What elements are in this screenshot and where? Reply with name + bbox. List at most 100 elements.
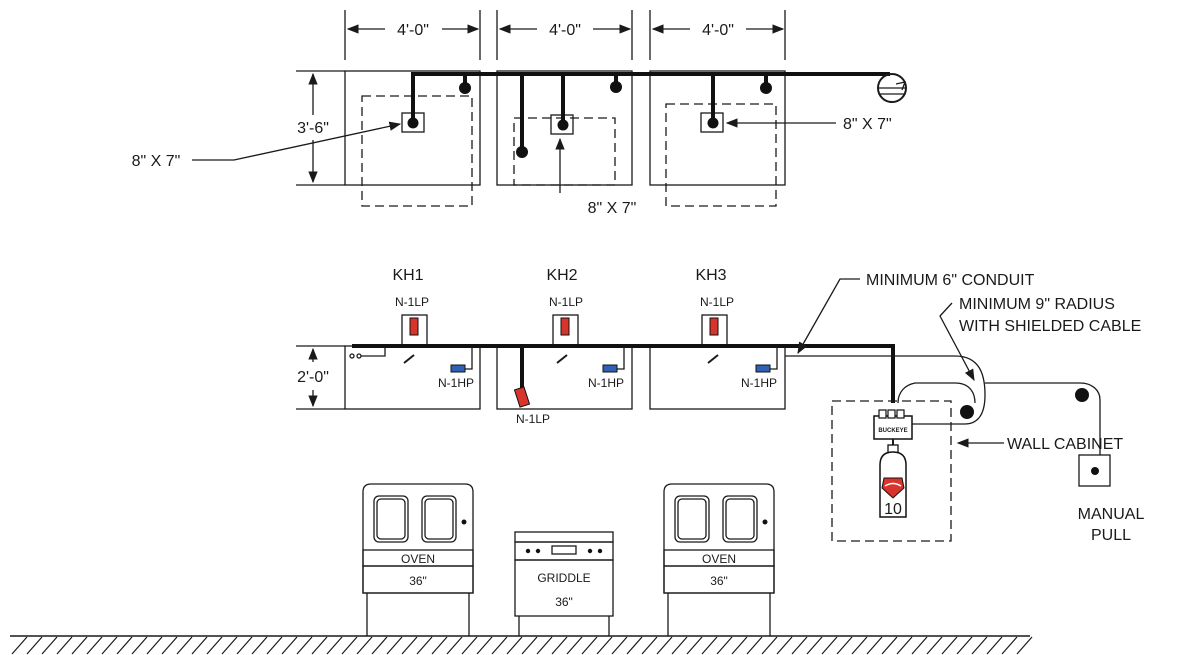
griddle-label: GRIDDLE bbox=[537, 571, 590, 585]
floor-hatch-line bbox=[266, 636, 283, 655]
wall-cabinet-callout: WALL CABINET bbox=[1007, 436, 1123, 453]
floor-hatch-line bbox=[746, 636, 763, 655]
floor-hatch-line bbox=[86, 636, 103, 655]
floor-hatch-line bbox=[986, 636, 1003, 655]
floor-hatch-line bbox=[56, 636, 73, 655]
high-nozzle-label-1: N-1HP bbox=[438, 376, 474, 390]
low-nozzle-red-1 bbox=[409, 317, 419, 336]
plan-piping bbox=[411, 72, 890, 150]
floor-hatch-line bbox=[806, 636, 823, 655]
floor-hatch-line bbox=[866, 636, 883, 655]
floor-hatch-line bbox=[341, 636, 358, 655]
floor-hatch-line bbox=[491, 636, 508, 655]
manual-pull-label-1: MANUAL bbox=[1078, 506, 1145, 523]
buckeye-control-head: BUCKEYE bbox=[873, 409, 913, 440]
oven-1-size: 36" bbox=[409, 574, 427, 588]
floor-hatch-line bbox=[506, 636, 523, 655]
floor-hatch-line bbox=[1016, 636, 1033, 655]
oven-1: OVEN 36" bbox=[362, 483, 474, 636]
floor-hatch-line bbox=[131, 636, 148, 655]
low-nozzle-red-2 bbox=[560, 317, 570, 336]
floor-hatch-line bbox=[221, 636, 238, 655]
floor-hatch-line bbox=[581, 636, 598, 655]
floor-hatch-line bbox=[776, 636, 793, 655]
floor-hatch-line bbox=[11, 636, 28, 655]
under-nozzle-label: N-1LP bbox=[516, 412, 550, 426]
oven-2-label: OVEN bbox=[702, 552, 736, 566]
wall-cabinet-outline bbox=[831, 400, 952, 542]
plan-nozzle-label-2: 8" X 7" bbox=[588, 200, 637, 217]
detection-cable bbox=[785, 355, 1101, 455]
floor-hatch-line bbox=[881, 636, 898, 655]
appliances: OVEN 36" GRIDDLE 36" bbox=[362, 483, 775, 636]
floor-hatching bbox=[11, 636, 1033, 655]
manual-pull-station bbox=[1078, 454, 1111, 487]
floor-hatch-line bbox=[311, 636, 328, 655]
plan-width-dims: 4'-0" 4'-0" 4'-0" bbox=[344, 10, 786, 60]
floor-hatch-line bbox=[116, 636, 133, 655]
oven-2: OVEN 36" bbox=[663, 483, 775, 636]
low-nozzle-label-3: N-1LP bbox=[700, 295, 734, 309]
oven-1-label: OVEN bbox=[401, 552, 435, 566]
plan-nozzle-label-1: 8" X 7" bbox=[132, 153, 181, 170]
under-nozzle-red bbox=[513, 386, 531, 408]
floor-hatch-line bbox=[1001, 636, 1018, 655]
plan-view: 4'-0" 4'-0" 4'-0" 3'-6" bbox=[132, 10, 907, 217]
plan-pulley-elbow bbox=[877, 73, 907, 103]
floor-hatch-line bbox=[761, 636, 778, 655]
high-nozzles bbox=[450, 346, 778, 373]
radius-callout-line1: MINIMUM 9" RADIUS bbox=[959, 296, 1115, 313]
floor-hatch-line bbox=[146, 636, 163, 655]
floor-hatch-line bbox=[206, 636, 223, 655]
floor-hatch-line bbox=[671, 636, 688, 655]
floor-hatch-line bbox=[626, 636, 643, 655]
floor-hatch-line bbox=[416, 636, 433, 655]
agent-cylinder: 10 bbox=[879, 439, 907, 518]
elevation-view: KH1 KH2 KH3 N-1LP N-1LP N-1LP 2'-0" bbox=[296, 267, 1144, 544]
elevation-height-dim: 2'-0" bbox=[296, 345, 345, 410]
control-head-brand: BUCKEYE bbox=[878, 428, 907, 434]
floor-hatch-line bbox=[431, 636, 448, 655]
floor-hatch-line bbox=[386, 636, 403, 655]
floor-hatch-line bbox=[926, 636, 943, 655]
floor-hatch-line bbox=[956, 636, 973, 655]
conduit-callout: MINIMUM 6" CONDUIT bbox=[866, 272, 1035, 289]
floor-hatch-line bbox=[326, 636, 343, 655]
low-nozzle-red-3 bbox=[709, 317, 719, 336]
plan-width-dim-2: 4'-0" bbox=[549, 22, 581, 39]
plan-depth-label: 3'-6" bbox=[297, 120, 329, 137]
hood-label-kh1: KH1 bbox=[392, 267, 423, 284]
floor-hatch-line bbox=[536, 636, 553, 655]
floor-hatch-line bbox=[476, 636, 493, 655]
plan-appliance-3 bbox=[665, 103, 777, 207]
radius-callout-line2: WITH SHIELDED CABLE bbox=[959, 318, 1141, 335]
elevation-height-label: 2'-0" bbox=[297, 369, 329, 386]
floor-hatch-line bbox=[281, 636, 298, 655]
floor-hatch-line bbox=[911, 636, 928, 655]
floor-hatch-line bbox=[296, 636, 313, 655]
hood-label-kh3: KH3 bbox=[695, 267, 726, 284]
floor-hatch-line bbox=[701, 636, 718, 655]
floor-hatch-line bbox=[716, 636, 733, 655]
plan-hood-3 bbox=[649, 70, 786, 186]
plan-depth-dim: 3'-6" bbox=[296, 70, 345, 186]
floor-hatch-line bbox=[236, 636, 253, 655]
manual-pull-label-2: PULL bbox=[1091, 527, 1131, 544]
hood-label-kh2: KH2 bbox=[546, 267, 577, 284]
cylinder-size-label: 10 bbox=[884, 501, 902, 518]
floor-hatch-line bbox=[521, 636, 538, 655]
plan-width-dim-1: 4'-0" bbox=[397, 22, 429, 39]
floor-hatch-line bbox=[551, 636, 568, 655]
plan-appliance-1 bbox=[361, 95, 473, 207]
floor-hatch-line bbox=[941, 636, 958, 655]
floor-hatch-line bbox=[461, 636, 478, 655]
low-nozzle-label-2: N-1LP bbox=[549, 295, 583, 309]
fusible-links bbox=[403, 354, 719, 364]
plan-nozzles bbox=[407, 81, 772, 158]
high-nozzle-label-3: N-1HP bbox=[741, 376, 777, 390]
floor-hatch-line bbox=[896, 636, 913, 655]
floor-hatch-line bbox=[71, 636, 88, 655]
high-nozzle-label-2: N-1HP bbox=[588, 376, 624, 390]
detection-line-start bbox=[349, 346, 386, 359]
floor-hatch-line bbox=[836, 636, 853, 655]
